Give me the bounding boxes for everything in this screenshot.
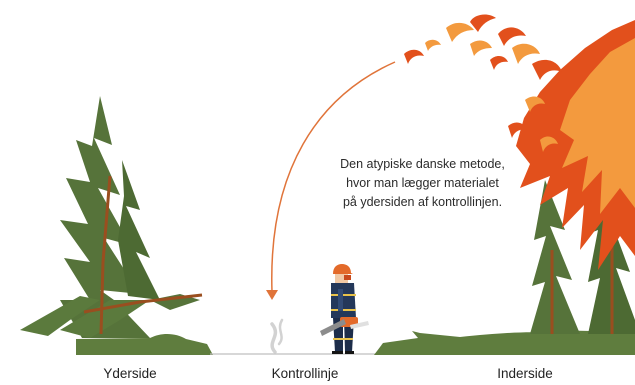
arrow — [266, 61, 396, 300]
caption-line-1: Den atypiske danske metode, — [340, 157, 505, 171]
caption-line-2: hvor man lægger materialet — [346, 176, 499, 190]
method-caption: Den atypiske danske metode, hvor man læg… — [300, 155, 545, 212]
ground-outside — [76, 333, 213, 355]
ground — [76, 330, 635, 355]
arrow-head-icon — [266, 290, 278, 300]
chainsaw-icon — [320, 317, 369, 336]
smoke-icon — [270, 318, 284, 354]
firefighter-icon — [331, 264, 356, 354]
flames-icon — [404, 14, 635, 334]
pine-tree-outside — [20, 96, 203, 338]
caption-line-3: på ydersiden af kontrollinjen. — [342, 195, 503, 209]
label-control-line: Kontrollinje — [271, 366, 339, 381]
label-inside: Inderside — [497, 366, 553, 381]
label-outside: Yderside — [103, 366, 157, 381]
ground-inside — [374, 330, 635, 355]
